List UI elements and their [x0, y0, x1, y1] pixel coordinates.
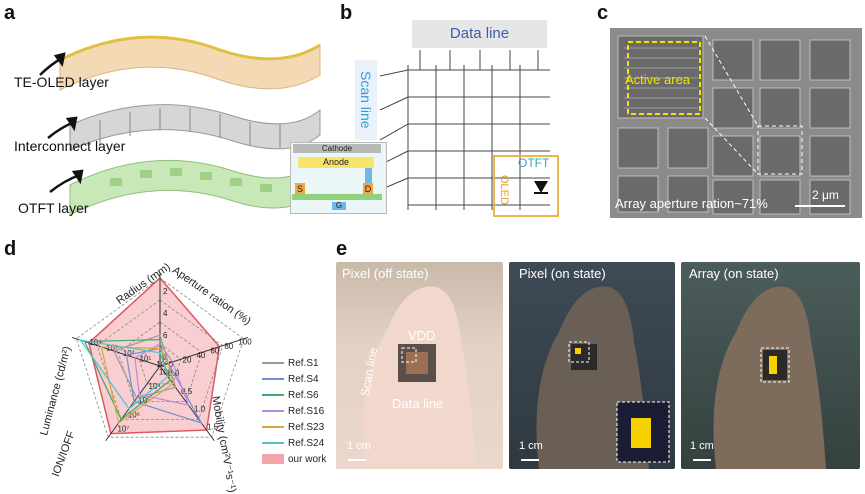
otft-oled-callout	[493, 155, 559, 217]
hand-illustration	[348, 286, 476, 469]
radar-series-ref-s16	[134, 343, 190, 406]
panel-label-e: e	[336, 238, 348, 260]
array-on-illustration	[693, 286, 826, 469]
radar-series-ref-s23	[100, 346, 174, 424]
layer-label-interconnect: Interconnect layer	[14, 138, 126, 154]
radar-series-ref-s6	[83, 338, 172, 421]
radar-tick-label: 10³	[106, 344, 118, 353]
radar-axis	[71, 336, 161, 367]
data-line-label: Data line	[412, 20, 547, 48]
radar-tick-label: 0.5	[181, 387, 193, 396]
drain-electrode: D	[363, 183, 373, 195]
panel-label-a: a	[4, 2, 16, 24]
radar-grid-ring	[138, 343, 182, 385]
data-line-photo-label: Data line	[392, 396, 444, 411]
radar-tick-label: 10³	[159, 368, 171, 377]
legend-item: Ref.S16	[262, 403, 332, 419]
radar-tick-label: 10⁶	[128, 410, 140, 419]
legend-item: Ref.S6	[262, 387, 332, 403]
radar-axis	[159, 336, 249, 367]
active-area-label: Active area	[625, 72, 691, 87]
radar-axis	[105, 365, 161, 442]
legend-item: Ref.S23	[262, 419, 332, 435]
anode-layer: Anode	[298, 157, 374, 168]
sem-scale-label: 2 μm	[812, 188, 839, 202]
aperture-caption: Array aperture ration~71%	[615, 196, 768, 211]
photo-title-pixel-on: Pixel (on state)	[519, 266, 606, 281]
radar-tick-label: 2	[163, 287, 168, 296]
diode-icon	[534, 181, 548, 194]
cathode-layer: Cathode	[293, 144, 381, 153]
radar-tick-label: 20	[183, 356, 192, 365]
radar-tick-label: 0	[169, 360, 174, 369]
via-connector	[365, 168, 372, 194]
panel-label-c: c	[597, 2, 609, 24]
sem-pixel-grid	[617, 35, 851, 215]
panel-label-d: d	[4, 238, 17, 260]
oled-label: OLED	[498, 175, 510, 205]
radar-tick-label: 80	[224, 342, 233, 351]
radar-tick-label: 10⁰	[156, 360, 168, 369]
radar-tick-label: 10¹	[140, 354, 152, 363]
scale-label-array-on: 1 cm	[690, 440, 714, 452]
legend-item: Ref.S24	[262, 435, 332, 451]
radar-tick-label: 10⁴	[149, 382, 162, 391]
source-electrode: S	[295, 183, 305, 195]
scale-label-off: 1 cm	[347, 440, 371, 452]
legend-item: our work	[262, 451, 332, 467]
semiconductor-layer	[292, 194, 382, 200]
radar-series-ref-s1	[113, 334, 177, 399]
radar-tick-label: 40	[196, 351, 205, 360]
sem-image	[610, 28, 862, 218]
radar-series-ref-s24	[79, 339, 169, 410]
radar-tick-label: 100	[238, 338, 252, 347]
radar-grid-ring	[75, 277, 245, 438]
photo-array-on	[681, 262, 860, 469]
photo-title-off: Pixel (off state)	[342, 266, 429, 281]
gate-electrode: G	[332, 202, 346, 210]
scale-label-pixel-on: 1 cm	[519, 440, 543, 452]
radar-tick-label: 6	[163, 331, 168, 340]
pixel-on-illustration	[521, 286, 670, 469]
radar-legend: Ref.S1 Ref.S4 Ref.S6 Ref.S16 Ref.S23 Ref…	[262, 355, 332, 467]
photo-title-array-on: Array (on state)	[689, 266, 779, 281]
radar-tick-label: 10⁷	[117, 425, 129, 434]
photo-pixel-off	[336, 262, 503, 469]
otft-label: OTFT	[518, 156, 550, 170]
circuit-grid	[380, 50, 550, 210]
radar-series-our-work	[88, 276, 221, 435]
radar-tick-label: 60	[210, 347, 219, 356]
vdd-label: VDD	[408, 328, 436, 343]
legend-item: Ref.S1	[262, 355, 332, 371]
layer-label-otft: OTFT layer	[18, 200, 89, 216]
radar-tick-label: 10²	[123, 349, 135, 358]
legend-item: Ref.S4	[262, 371, 332, 387]
radar-tick-label: 4	[163, 309, 168, 318]
photo-pixel-on	[509, 262, 675, 469]
radar-chart: 86420204060801000.00.51.01.510³10⁴10⁵10⁶…	[71, 273, 252, 442]
layer-label-te-oled: TE-OLED layer	[14, 74, 109, 90]
scan-line-label: Scan line	[355, 60, 377, 140]
radar-tick-label: 1.5	[207, 423, 219, 432]
radar-tick-label: 1.0	[194, 405, 206, 414]
panel-label-b: b	[340, 2, 353, 24]
layer-stack-illustration	[39, 35, 321, 216]
